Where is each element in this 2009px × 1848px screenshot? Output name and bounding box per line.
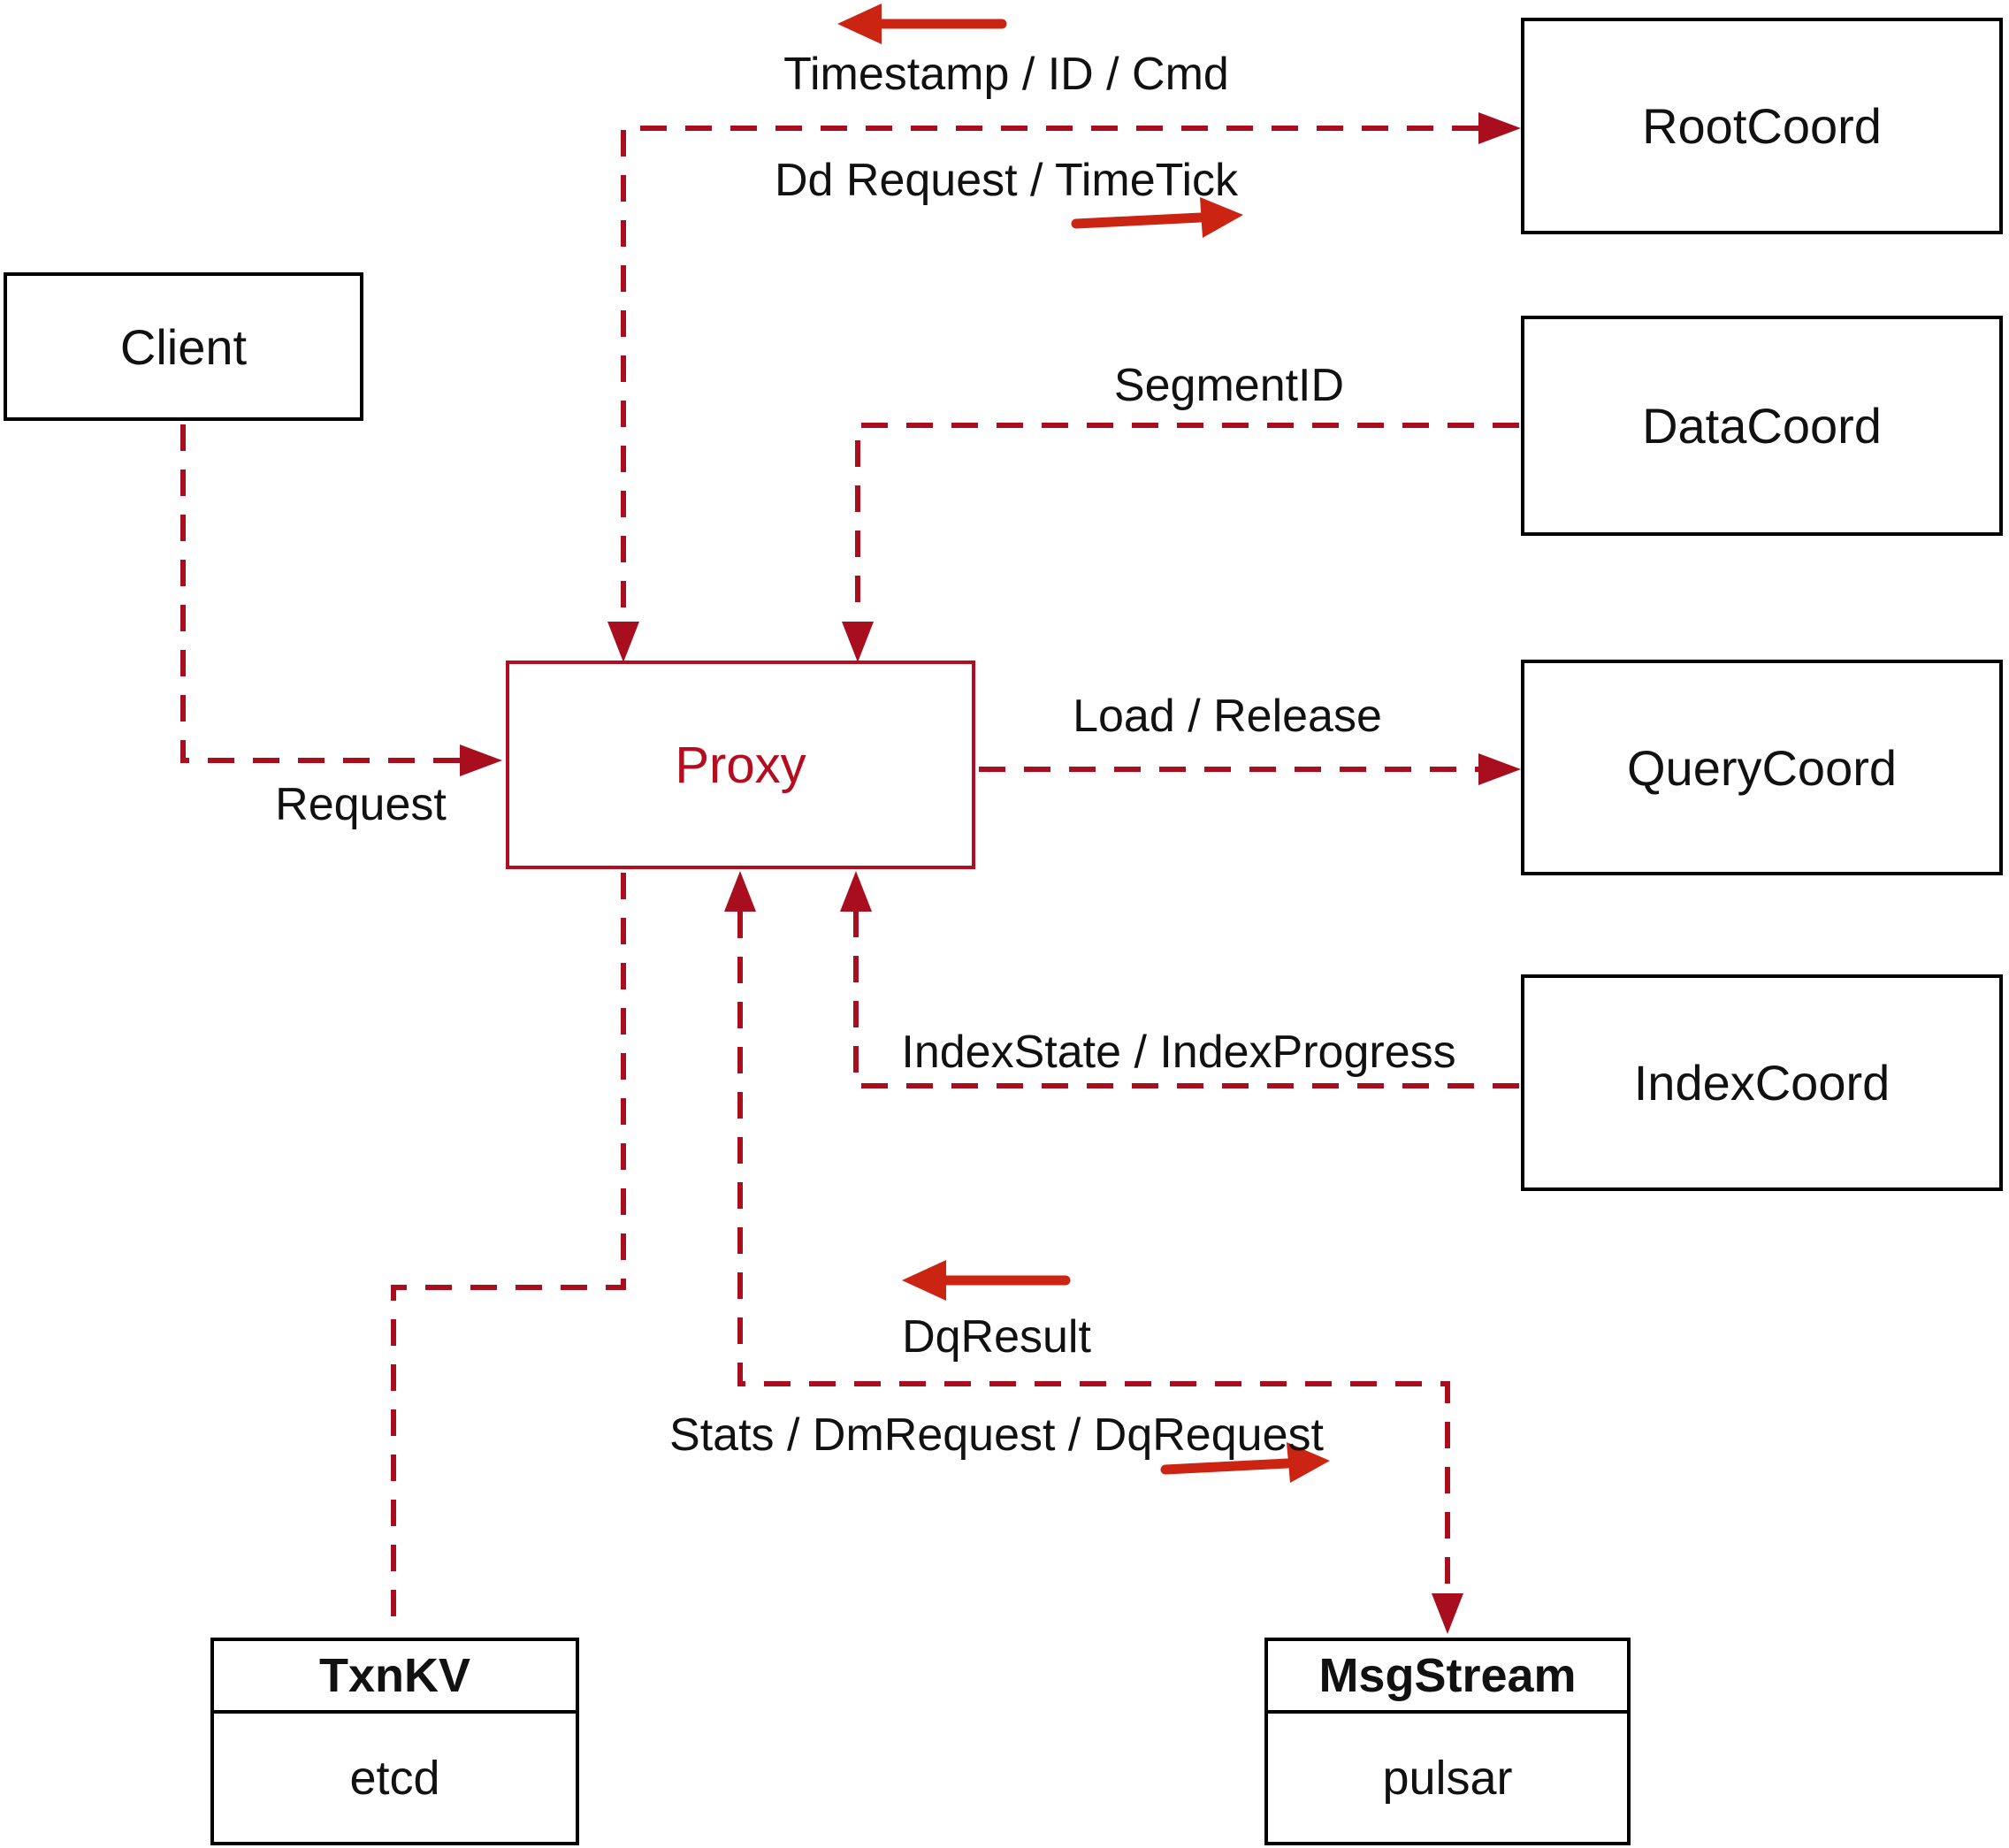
node-client-label: Client [119,318,248,375]
edge-label-dd-request: Dd Request / TimeTick [774,155,1239,206]
node-client: Client [4,272,363,421]
node-rootcoord-label: RootCoord [1642,98,1882,154]
node-msgstream-subtitle: pulsar [1382,1751,1513,1805]
node-proxy-label: Proxy [675,736,806,794]
edge-label-dq-result: DqResult [902,1311,1091,1363]
edge-label-segment-id: SegmentID [1113,360,1345,411]
edge-client-proxy [180,424,502,776]
arrow-right-icon [1160,1442,1330,1483]
node-msgstream: MsgStream pulsar [1264,1638,1631,1845]
edge-label-index-state: IndexState / IndexProgress [901,1027,1456,1078]
edge-indexcoord-proxy [840,871,1519,1088]
node-querycoord: QueryCoord [1521,660,2003,875]
node-datacoord-label: DataCoord [1642,398,1882,454]
node-datacoord: DataCoord [1521,316,2003,536]
edge-proxy-querycoord [979,753,1521,785]
edge-datacoord-proxy [842,423,1519,662]
edge-proxy-txnkv [391,873,626,1634]
node-txnkv: TxnKV etcd [210,1638,579,1845]
node-txnkv-title: TxnKV [214,1641,576,1714]
node-indexcoord: IndexCoord [1521,974,2003,1191]
node-msgstream-title: MsgStream [1268,1641,1627,1714]
edge-proxy-msgstream [724,871,1463,1634]
node-querycoord-label: QueryCoord [1626,739,1898,796]
edge-label-stats: Stats / DmRequest / DqRequest [669,1409,1324,1461]
node-proxy: Proxy [506,661,975,869]
edge-label-timestamp: Timestamp / ID / Cmd [783,49,1229,100]
edge-label-load-release: Load / Release [1073,691,1382,742]
edge-proxy-rootcoord [607,112,1521,662]
node-indexcoord-label: IndexCoord [1633,1055,1891,1111]
node-txnkv-subtitle: etcd [349,1751,440,1805]
node-rootcoord: RootCoord [1521,18,2003,234]
arrow-right-icon [1071,197,1243,238]
arrow-left-icon [837,4,1007,44]
arrow-left-icon [902,1260,1071,1301]
edge-label-request: Request [275,779,447,830]
